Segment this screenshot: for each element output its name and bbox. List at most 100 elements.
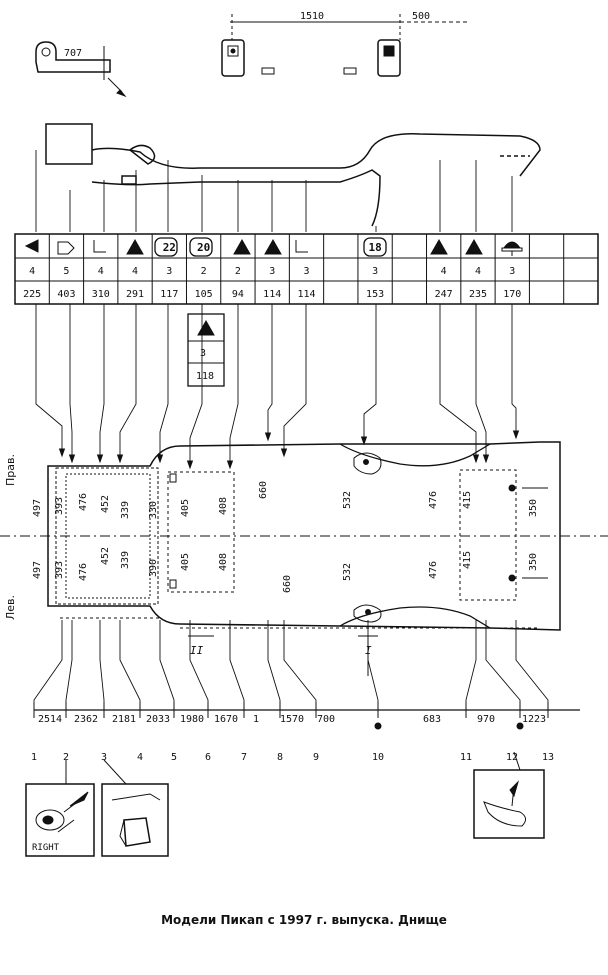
plan-dimension: 497	[32, 499, 43, 517]
bottom-dimension: 2362	[74, 714, 98, 725]
plan-dimension: 350	[528, 553, 539, 571]
inset-right-label: RIGHT	[32, 843, 60, 853]
table-dist: 105	[195, 289, 213, 300]
section-mark-i: I	[365, 644, 372, 657]
clip-icon	[57, 241, 75, 255]
caption: Модели Пикап с 1997 г. выпуска. Днище	[161, 913, 447, 927]
point-number: 4	[137, 752, 143, 763]
table-qty: 4	[441, 266, 447, 277]
table-qty: 4	[475, 266, 481, 277]
point-number: 8	[277, 752, 283, 763]
table-qty: 3	[303, 266, 309, 277]
extra-box-dist: 118	[196, 371, 214, 382]
plan-dimension: 532	[342, 563, 353, 581]
point-number: 11	[460, 752, 472, 763]
plan-dimension: 408	[218, 553, 229, 571]
bottom-dimension: 2181	[112, 714, 136, 725]
plan-dimension: 408	[218, 497, 229, 515]
bottom-dimension-line	[34, 709, 580, 730]
top-left-bracket-icon	[35, 41, 127, 98]
triangle-up-icon	[430, 238, 448, 255]
table-qty: 2	[201, 266, 207, 277]
plan-dimension: 405	[180, 499, 191, 517]
triangle-up-icon	[126, 238, 144, 255]
table-badge: 18	[368, 241, 381, 254]
point-number: 7	[241, 752, 247, 763]
extra-box-qty: 3	[200, 348, 206, 359]
point-number: 9	[313, 752, 319, 763]
bottom-dimension: 1980	[180, 714, 204, 725]
inset-12	[473, 751, 545, 839]
plan-view	[0, 441, 608, 676]
corner-icon	[295, 240, 308, 253]
inset-3	[101, 759, 169, 857]
table-badge: 22	[163, 241, 176, 254]
plan-dimension: 330	[148, 501, 159, 519]
table-badge: 20	[197, 241, 210, 254]
table-dist: 114	[297, 289, 315, 300]
side-profile	[45, 123, 541, 227]
plan-dimension: 405	[180, 553, 191, 571]
table-qty: 4	[29, 266, 35, 277]
dim-1510: 1510	[300, 11, 324, 22]
side-label-left: Лев.	[4, 595, 17, 620]
plan-dimension: 476	[428, 561, 439, 579]
side-label-right: Прав.	[4, 454, 17, 486]
triangle-up-icon	[264, 238, 282, 255]
point-number: 10	[372, 752, 384, 763]
bottom-dimension: 1223	[522, 714, 546, 725]
plan-dimension: 660	[282, 575, 293, 593]
table-dist: 310	[92, 289, 110, 300]
table-dist: 291	[126, 289, 144, 300]
plan-dimension: 415	[462, 491, 473, 509]
table-qty: 4	[132, 266, 138, 277]
plan-dimension: 532	[342, 491, 353, 509]
plug-icon	[503, 241, 521, 249]
plan-dimension: 476	[78, 563, 89, 581]
triangle-left-icon	[24, 239, 39, 253]
table-qty: 3	[509, 266, 515, 277]
section-mark-ii: II	[190, 644, 204, 657]
table-qty: 2	[235, 266, 241, 277]
bottom-dimension: 1670	[214, 714, 238, 725]
bottom-dimension: 1570	[280, 714, 304, 725]
triangle-up-icon	[465, 238, 483, 255]
table-dist: 235	[469, 289, 487, 300]
corner-icon	[93, 240, 106, 253]
table-dist: 153	[366, 289, 384, 300]
plan-dimension: 390	[148, 559, 159, 577]
plan-dimension: 497	[32, 561, 43, 579]
point-number: 2	[63, 752, 69, 763]
point-number: 12	[506, 752, 518, 763]
plan-dimension: 476	[428, 491, 439, 509]
table-dist: 117	[160, 289, 178, 300]
bottom-dimension: 1	[253, 714, 259, 725]
triangle-up-icon	[233, 238, 251, 255]
bottom-dimension: 2514	[38, 714, 62, 725]
bottom-dimension: 970	[477, 714, 495, 725]
plan-dimension: 415	[462, 551, 473, 569]
table-qty: 4	[98, 266, 104, 277]
plan-dimension: 452	[100, 495, 111, 513]
table-qty: 5	[63, 266, 69, 277]
table-dist: 247	[435, 289, 453, 300]
point-number: 13	[542, 752, 554, 763]
plan-dimension: 350	[528, 499, 539, 517]
top-view	[221, 14, 470, 77]
plan-dimension: 660	[258, 481, 269, 499]
plan-dimension: 476	[78, 493, 89, 511]
plan-dimension: 393	[54, 497, 65, 515]
table-qty: 3	[372, 266, 378, 277]
bottom-dimension: 2033	[146, 714, 170, 725]
table-dist: 94	[232, 289, 244, 300]
point-number: 3	[101, 752, 107, 763]
table-dist: 114	[263, 289, 281, 300]
fastener-table	[14, 233, 599, 305]
table-qty: 3	[166, 266, 172, 277]
table-dist: 225	[23, 289, 41, 300]
plan-dimension: 339	[120, 551, 131, 569]
dim-707: 707	[64, 48, 82, 59]
bottom-dimension: 700	[317, 714, 335, 725]
table-qty: 3	[269, 266, 275, 277]
